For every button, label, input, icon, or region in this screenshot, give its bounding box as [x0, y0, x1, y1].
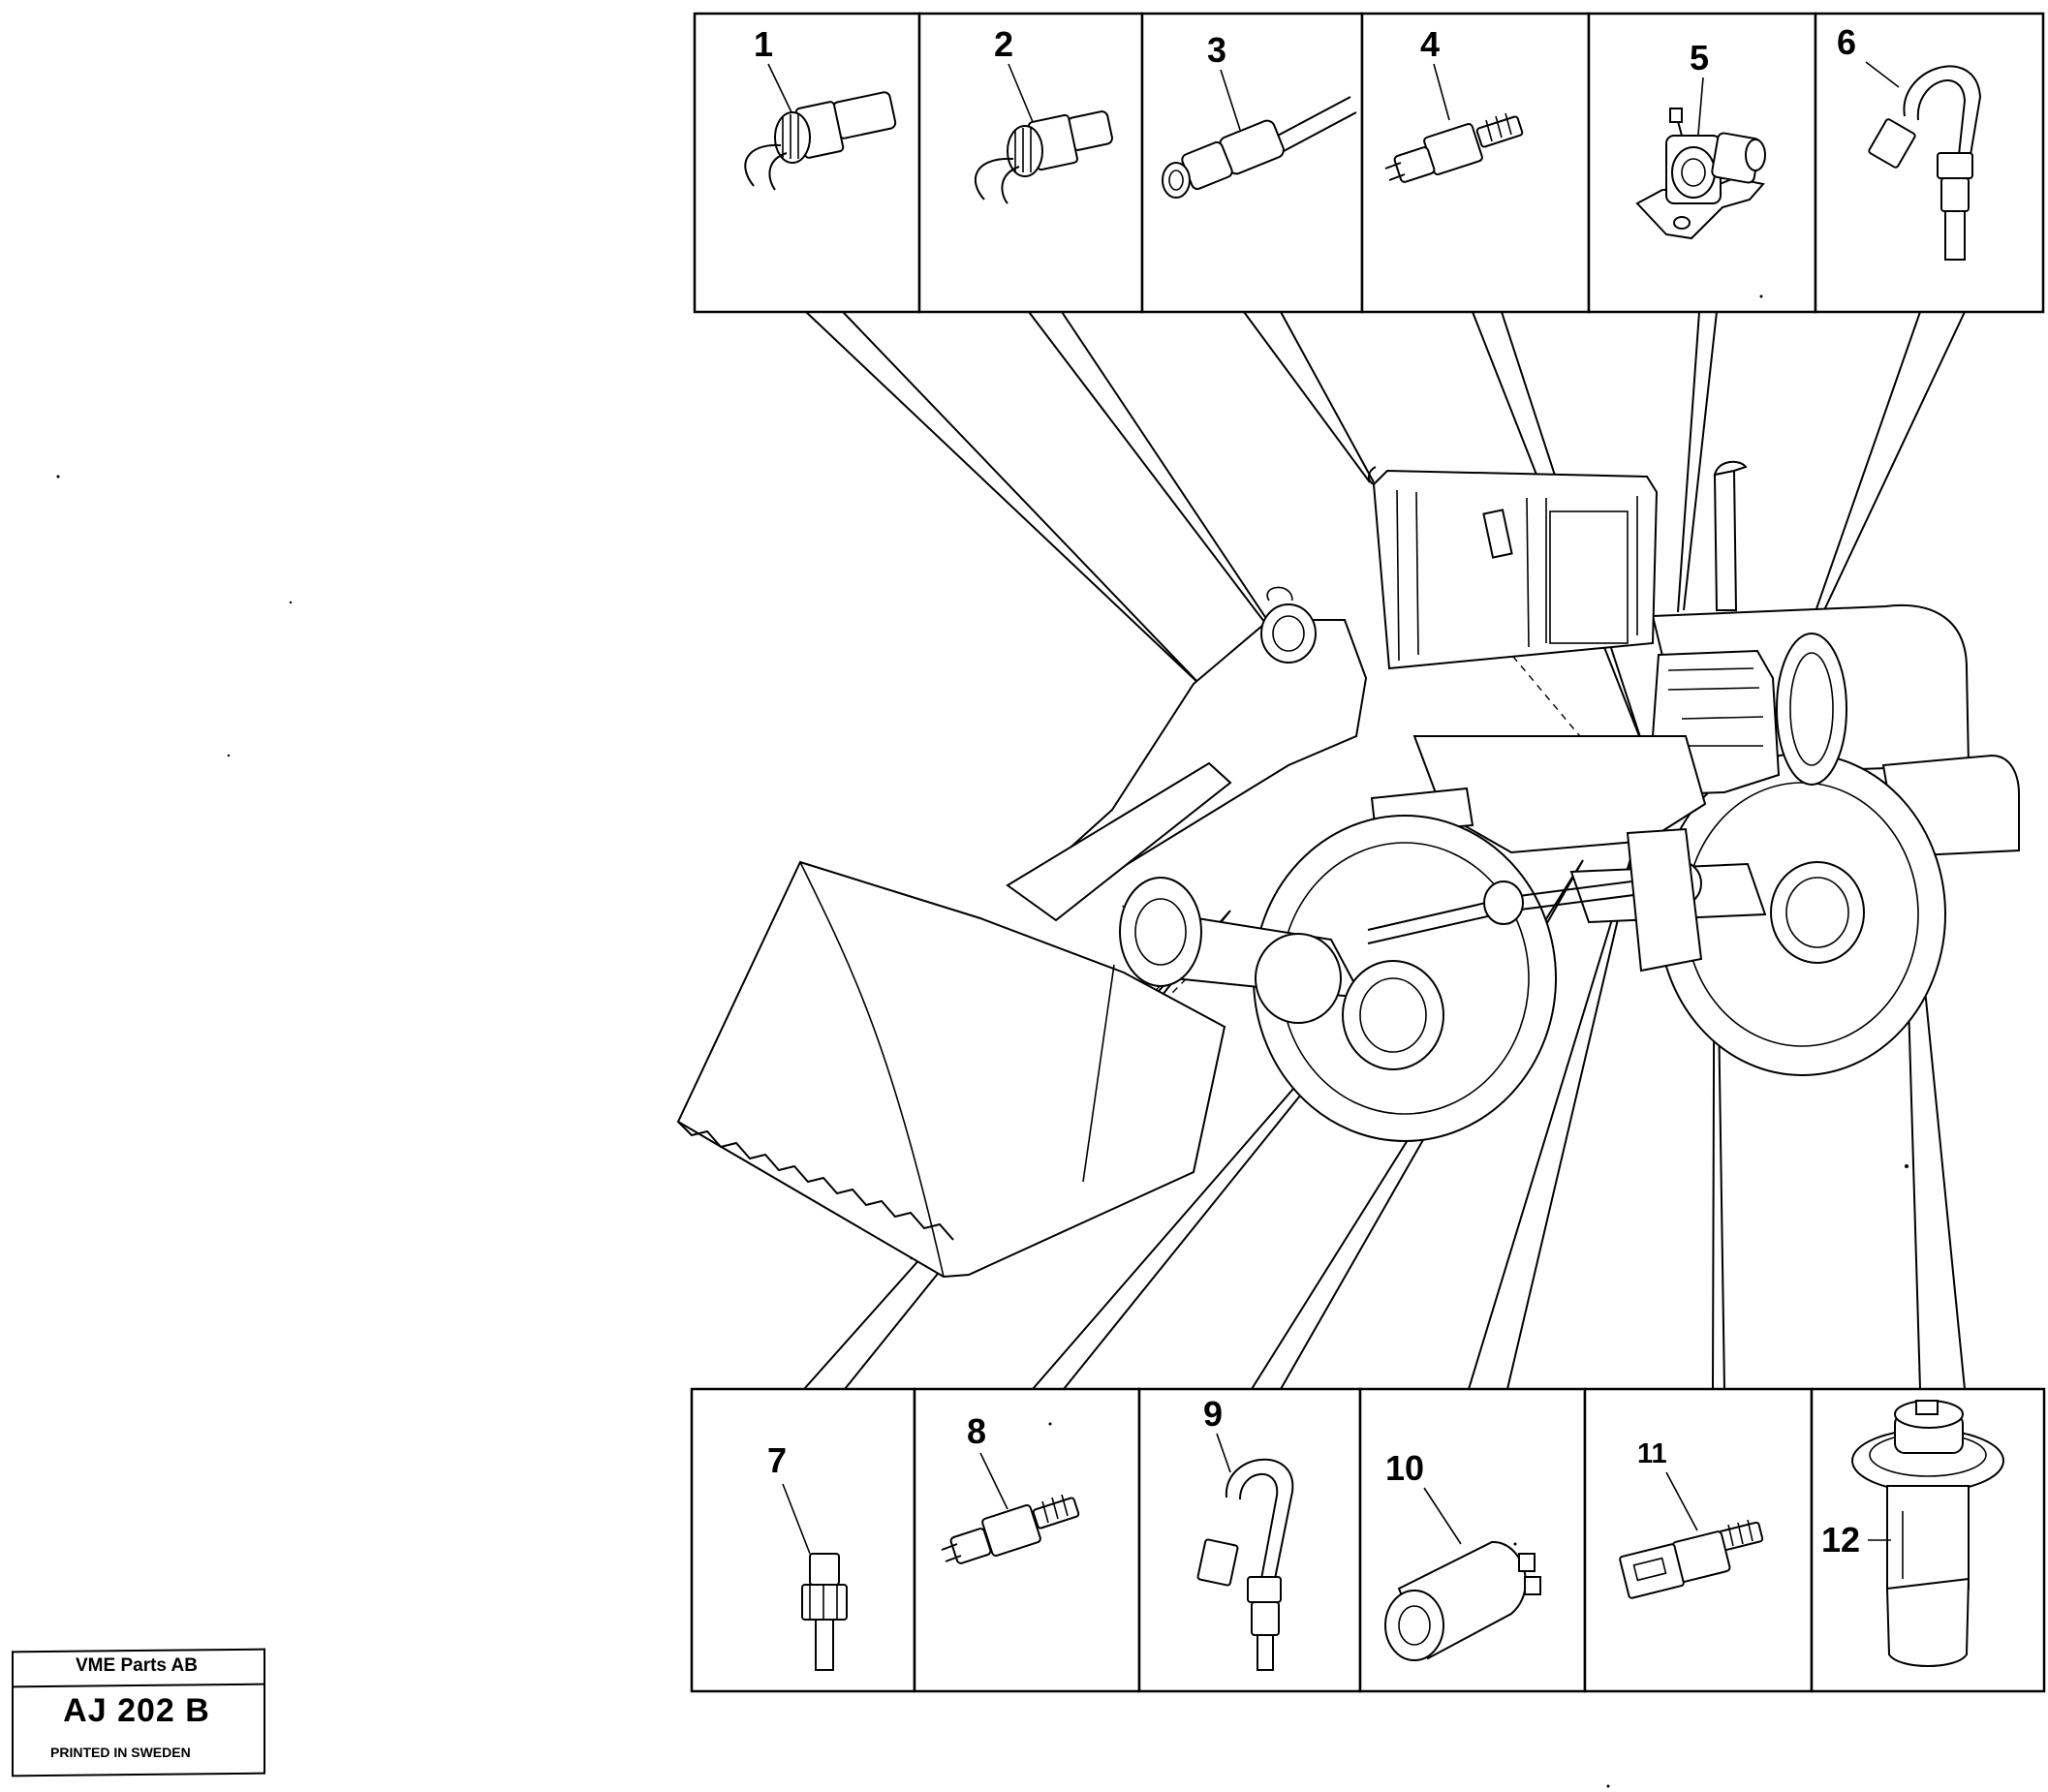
- part-3-sensor: 3: [1162, 30, 1357, 199]
- part-6-sensor: 6: [1837, 22, 1982, 261]
- top-parts-panel: 1 2 3 4: [693, 12, 2045, 314]
- scan-dots: [56, 294, 1908, 1788]
- callout-5: 5: [1690, 38, 1709, 77]
- part-8-sensor: 8: [941, 1411, 1080, 1564]
- callout-11: 11: [1637, 1438, 1667, 1469]
- bottom-parts-panel: 7 8 9 10: [690, 1387, 2046, 1693]
- part-5-sensor: 5: [1635, 38, 1766, 240]
- callout-1: 1: [754, 24, 773, 64]
- part-4-sensor: 4: [1384, 24, 1524, 183]
- stamp-code: AJ 202 B: [63, 1692, 210, 1729]
- stamp-company: VME Parts AB: [76, 1655, 198, 1676]
- callout-12: 12: [1821, 1520, 1860, 1560]
- parts-stamp: VME Parts AB AJ 202 B PRINTED IN SWEDEN: [12, 1648, 265, 1777]
- callout-2: 2: [994, 24, 1013, 64]
- callout-6: 6: [1837, 22, 1856, 62]
- callout-9: 9: [1203, 1394, 1223, 1434]
- callout-3: 3: [1207, 30, 1226, 70]
- wheel-loader-illustration: [676, 460, 2020, 1279]
- callout-8: 8: [967, 1411, 986, 1451]
- part-9-sensor: 9: [1196, 1394, 1294, 1671]
- part-1-sensor: 1: [744, 24, 897, 191]
- callout-7: 7: [767, 1440, 787, 1480]
- part-12-sensor: 12: [1821, 1400, 2004, 1667]
- part-2-sensor: 2: [974, 24, 1113, 204]
- stamp-printed: PRINTED IN SWEDEN: [50, 1745, 191, 1760]
- callout-4: 4: [1420, 24, 1440, 64]
- part-10-sensor: 10: [1384, 1448, 1541, 1661]
- part-7-sensor: 7: [767, 1440, 848, 1671]
- part-11-sensor: 11: [1619, 1438, 1764, 1599]
- callout-10: 10: [1385, 1448, 1424, 1488]
